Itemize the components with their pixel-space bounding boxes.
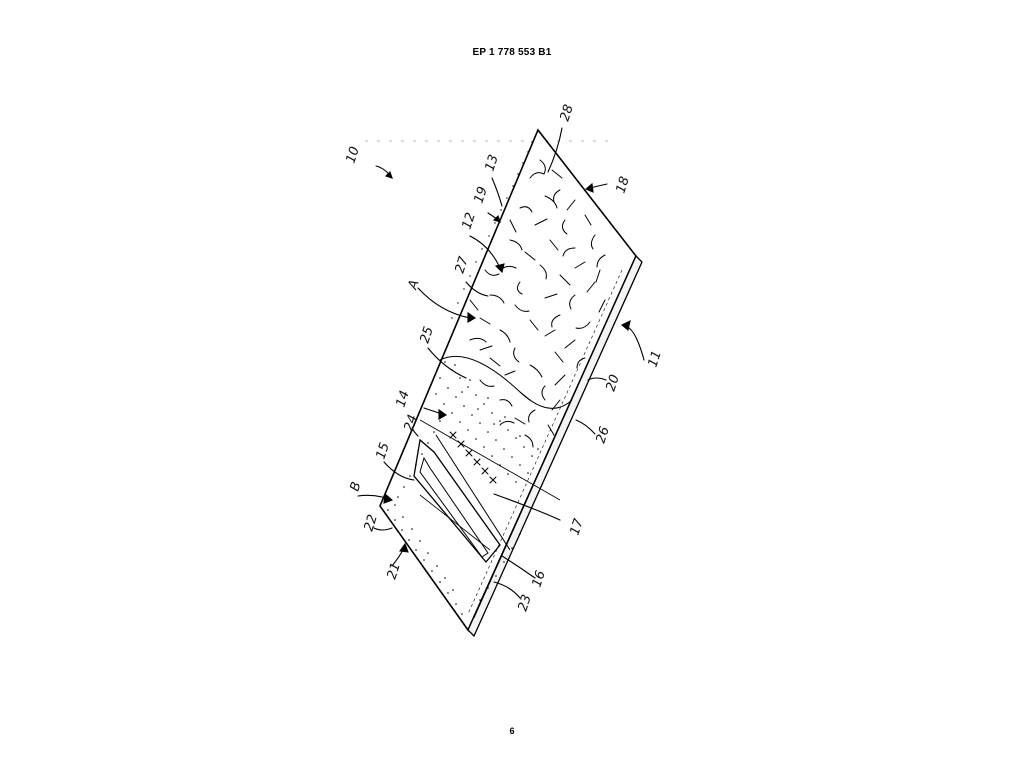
textile-patch-outer bbox=[413, 438, 501, 564]
ref-label-27: 27 bbox=[453, 254, 473, 275]
ref-label-13: 13 bbox=[483, 153, 502, 173]
reference-labels: 10 28 13 19 18 12 27 A 25 11 20 14 24 26… bbox=[344, 103, 665, 613]
textile-patch-fold-line bbox=[419, 494, 491, 551]
arrowhead-10 bbox=[384, 170, 393, 179]
band-lower-boundary bbox=[419, 419, 561, 501]
label-area bbox=[413, 431, 511, 564]
ref-label-25: 25 bbox=[418, 325, 437, 345]
ref-label-26: 26 bbox=[594, 425, 613, 445]
ref-label-23: 23 bbox=[516, 593, 535, 613]
leader-15 bbox=[383, 461, 415, 481]
leader-23 bbox=[493, 581, 521, 599]
arrowhead-14 bbox=[438, 408, 448, 420]
leader-11 bbox=[625, 325, 645, 361]
ref-label-18: 18 bbox=[614, 175, 633, 195]
ref-label-24: 24 bbox=[402, 413, 421, 433]
stipple-upper-border bbox=[451, 141, 533, 319]
stipple-zones bbox=[387, 141, 539, 615]
page-header: EP 1 778 553 B1 bbox=[472, 47, 552, 58]
arrowhead-18 bbox=[584, 182, 594, 193]
label-panel-border bbox=[435, 434, 511, 551]
arrowhead-B bbox=[383, 492, 394, 504]
ref-label-28: 28 bbox=[558, 103, 577, 123]
arrowhead-19 bbox=[492, 214, 501, 223]
arrowhead-21 bbox=[399, 542, 409, 553]
leader-A bbox=[417, 287, 471, 319]
ref-label-15: 15 bbox=[374, 441, 393, 461]
page-number: 6 bbox=[509, 726, 515, 736]
ref-label-12: 12 bbox=[460, 211, 479, 231]
leader-13 bbox=[491, 177, 503, 207]
leader-26 bbox=[575, 419, 596, 435]
textile-patch-inner bbox=[419, 456, 489, 558]
leader-lines bbox=[357, 127, 645, 599]
ref-label-11: 11 bbox=[646, 349, 665, 369]
leader-27 bbox=[465, 281, 489, 297]
ref-label-10: 10 bbox=[344, 145, 363, 165]
leader-16 bbox=[501, 555, 536, 579]
leader-25 bbox=[427, 347, 467, 379]
leader-B bbox=[357, 494, 387, 499]
arrowhead-11 bbox=[621, 319, 631, 332]
ref-label-22: 22 bbox=[362, 513, 381, 533]
arrowhead-12 bbox=[494, 263, 505, 274]
leader-17 bbox=[493, 493, 561, 521]
mat-edge-layer-line bbox=[473, 273, 629, 619]
ref-label-A: A bbox=[405, 278, 422, 292]
ref-label-20: 20 bbox=[604, 373, 623, 393]
fibre-texture bbox=[469, 159, 606, 448]
mat-edge-stitch-line bbox=[467, 269, 623, 615]
mat-body bbox=[379, 128, 643, 638]
leader-20 bbox=[587, 377, 607, 381]
ref-label-21: 21 bbox=[385, 561, 404, 581]
leader-22 bbox=[373, 527, 393, 531]
ref-label-14: 14 bbox=[394, 389, 413, 409]
leader-28 bbox=[547, 127, 563, 173]
ref-label-16: 16 bbox=[530, 569, 549, 589]
stipple-middle-band bbox=[435, 361, 539, 483]
ref-label-17: 17 bbox=[568, 516, 588, 537]
stitch-row bbox=[449, 431, 497, 484]
arrowhead-A bbox=[467, 311, 477, 323]
leader-12 bbox=[469, 235, 501, 269]
ref-label-19: 19 bbox=[472, 185, 491, 205]
ref-label-B: B bbox=[348, 480, 365, 493]
leader-24 bbox=[411, 427, 419, 437]
